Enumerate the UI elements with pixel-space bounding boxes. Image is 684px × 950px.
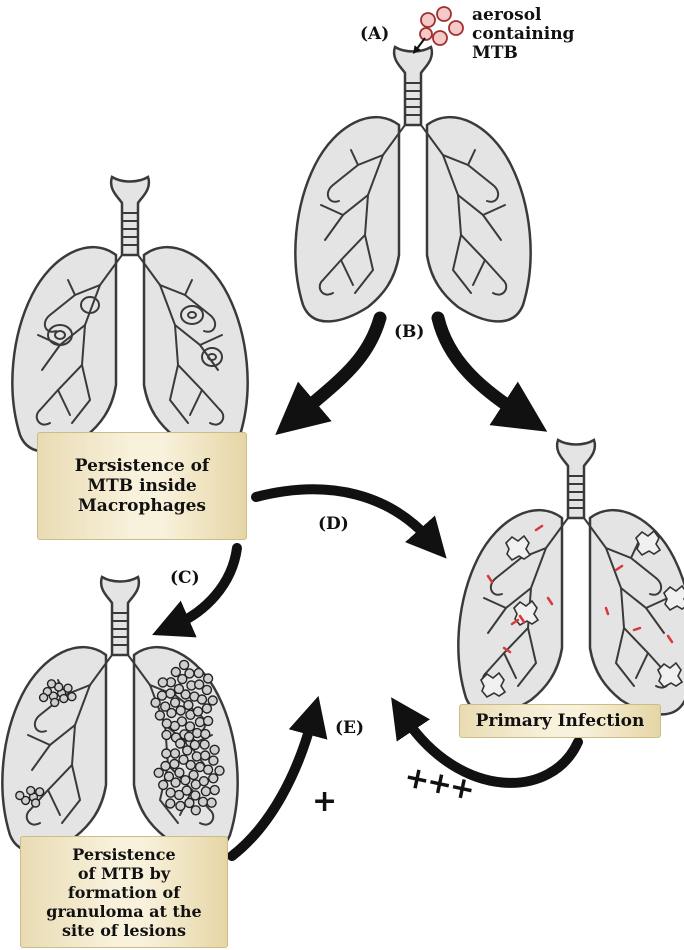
arrow-b-left: [300, 318, 380, 414]
lung-inhalation: [295, 47, 530, 321]
granuloma-dot: [198, 695, 207, 704]
granuloma-dot: [199, 777, 208, 786]
granuloma-dot: [207, 798, 216, 807]
granuloma-dot: [60, 695, 68, 703]
granuloma-dot: [16, 792, 24, 800]
granuloma-dot: [32, 799, 40, 807]
arrow-e-granuloma: [232, 720, 312, 856]
granuloma-dot: [185, 798, 194, 807]
granuloma-dot: [180, 660, 189, 669]
granuloma-dot: [27, 787, 35, 795]
granuloma-dot: [204, 716, 213, 725]
granuloma-dot: [151, 698, 160, 707]
granuloma-dot: [176, 801, 185, 810]
granuloma-dot: [161, 702, 170, 711]
granuloma-dot: [171, 698, 180, 707]
granuloma-dot: [215, 766, 224, 775]
granuloma-dot: [166, 799, 175, 808]
granuloma-dot: [199, 797, 208, 806]
granuloma-dot: [210, 786, 219, 795]
granuloma-dot: [162, 719, 171, 728]
granuloma-dot: [201, 787, 210, 796]
granuloma-dot: [181, 776, 190, 785]
label-step-b: (B): [394, 322, 424, 342]
granuloma-dot: [200, 740, 209, 749]
granuloma-dot: [170, 760, 179, 769]
aerosol-droplets-icon: [420, 7, 463, 45]
granuloma-dot: [204, 765, 213, 774]
granuloma-dot: [189, 771, 198, 780]
granuloma-dot: [176, 706, 185, 715]
granuloma-dot: [186, 722, 195, 731]
granuloma-dot: [40, 694, 48, 702]
granuloma-dot: [190, 740, 199, 749]
granuloma-dot: [175, 768, 184, 777]
granuloma-dot: [36, 788, 44, 796]
granuloma-dot: [201, 730, 210, 739]
sign-plus-single: +: [312, 784, 337, 819]
granuloma-dot: [194, 707, 203, 716]
granuloma-dot: [209, 756, 218, 765]
granuloma-dot: [210, 745, 219, 754]
granuloma-dot: [159, 780, 168, 789]
lung-macrophage-persistence: [12, 177, 247, 451]
granuloma-dot: [175, 790, 184, 799]
lung-primary-infection: [458, 440, 684, 714]
arrow-b-right: [438, 318, 520, 414]
granuloma-dot: [209, 774, 218, 783]
granuloma-dot: [64, 684, 72, 692]
granuloma-dot: [208, 696, 217, 705]
box-granuloma-persistence: Persistence of MTB by formation of granu…: [20, 836, 228, 948]
lung-granuloma: [2, 577, 237, 851]
granuloma-dot: [185, 669, 194, 678]
granuloma-dot: [201, 751, 210, 760]
granuloma-dot: [154, 768, 163, 777]
granuloma-dot: [202, 704, 211, 713]
granuloma-dot: [155, 711, 164, 720]
granuloma-dot: [202, 685, 211, 694]
granuloma-dot: [48, 680, 56, 688]
granuloma-dot: [164, 772, 173, 781]
granuloma-dot: [174, 684, 183, 693]
granuloma-dot: [185, 732, 194, 741]
granuloma-dot: [176, 739, 185, 748]
box-primary-infection: Primary Infection: [459, 704, 661, 738]
label-aerosol: aerosol containing MTB: [472, 6, 574, 63]
granuloma-dot: [166, 689, 175, 698]
granuloma-dot: [192, 752, 201, 761]
label-step-a: (A): [360, 24, 389, 44]
granuloma-dot: [162, 749, 171, 758]
granuloma-dot: [166, 788, 175, 797]
label-step-d: (D): [318, 514, 349, 534]
granuloma-dot: [68, 693, 76, 701]
granuloma-dot: [194, 669, 203, 678]
granuloma-dot: [204, 674, 213, 683]
aerosol-arrow: [416, 38, 425, 50]
granuloma-dot: [171, 749, 180, 758]
granuloma-dot: [171, 668, 180, 677]
label-step-e: (E): [335, 718, 364, 738]
granuloma-dot: [51, 698, 59, 706]
box-macrophage-persistence: Persistence of MTB inside Macrophages: [37, 432, 247, 540]
granuloma-dot: [162, 730, 171, 739]
granuloma-dot: [191, 806, 200, 815]
granuloma-dot: [158, 678, 167, 687]
granuloma-dot: [179, 755, 188, 764]
label-step-c: (C): [170, 568, 200, 588]
